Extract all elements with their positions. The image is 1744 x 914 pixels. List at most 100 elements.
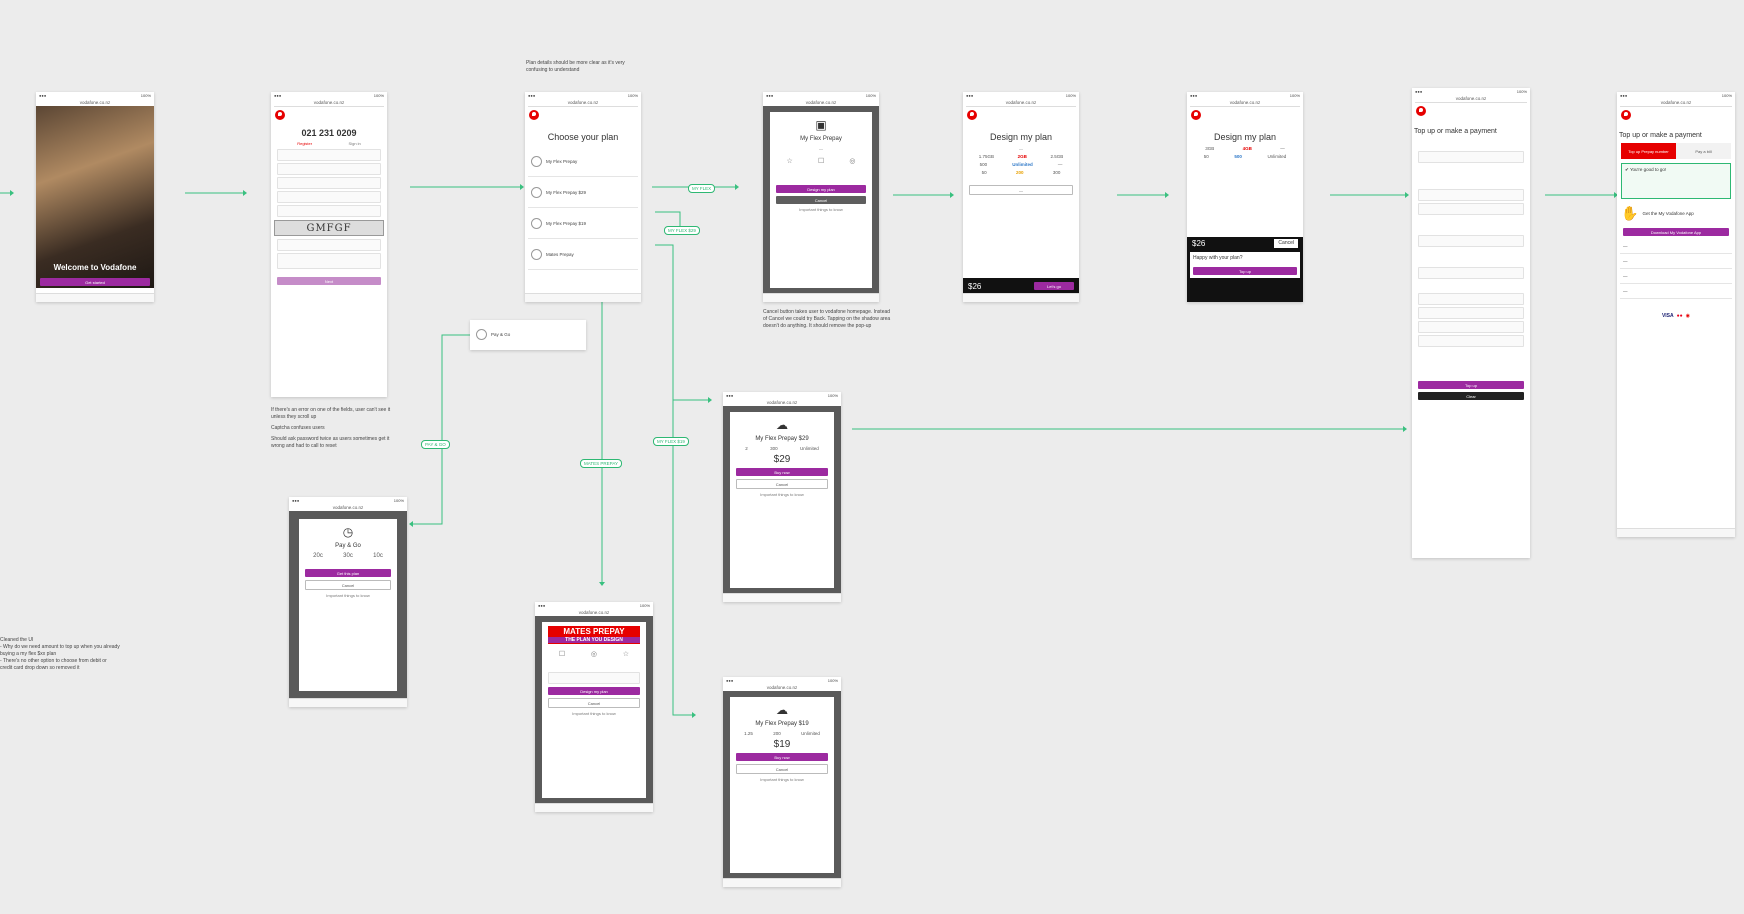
get-this-plan-button[interactable]: Get this plan [305, 569, 391, 577]
page-title: Top up or make a payment [1414, 128, 1528, 135]
cancel-button[interactable]: Cancel [548, 698, 640, 708]
cancel-button[interactable]: Cancel [1274, 239, 1298, 248]
reset-button[interactable]: — [969, 185, 1073, 195]
plan-popup: ☁ My Flex Prepay $29 2300Unlimited $29 B… [730, 412, 834, 588]
screen-flex-19: ●●●100% vodafone.co.nz ☁ My Flex Prepay … [723, 677, 841, 887]
captcha-image: GMFGF [274, 220, 384, 236]
last-name-field[interactable] [277, 191, 381, 203]
phone-icon: ☐ [559, 650, 565, 658]
plan-icon [531, 249, 542, 260]
plan-price: $19 [730, 739, 834, 750]
topup-method-radio[interactable] [1418, 189, 1524, 201]
popup-title: My Flex Prepay [772, 136, 870, 142]
popup-title: Pay & Go [301, 543, 395, 549]
cancel-button[interactable]: Cancel [736, 764, 828, 774]
plan-item[interactable]: My Flex Prepay [528, 146, 638, 177]
plan-item[interactable]: Mates Prepay [528, 239, 638, 270]
cloud-icon: ☁ [730, 703, 834, 717]
total-price: $26 [968, 282, 981, 291]
vodafone-logo [1621, 110, 1631, 120]
card-select[interactable] [1418, 267, 1524, 279]
pay-go-card[interactable]: Pay & Go [470, 320, 586, 350]
cardholder-name-field[interactable] [1418, 293, 1524, 305]
data-options[interactable]: 1.75GB 2GB 2.5GB [967, 154, 1075, 159]
save-card-checkbox[interactable] [1418, 335, 1524, 347]
popup-title: My Flex Prepay $29 [732, 436, 832, 442]
phone-icon: ☐ [818, 157, 824, 165]
screen-choose-plan: ●●●100% vodafone.co.nz Choose your plan … [525, 92, 641, 302]
get-started-button[interactable]: Get started [40, 278, 150, 286]
expiry-field[interactable] [1418, 321, 1524, 333]
dob-field[interactable] [277, 205, 381, 217]
clear-button[interactable]: Clear [1418, 392, 1524, 400]
screen-register: ●●●100% vodafone.co.nz 021 231 0209 Regi… [271, 92, 387, 397]
tab-register[interactable]: Register [297, 141, 312, 146]
screen-design-plan: ●●●100% vodafone.co.nz Design my plan — … [963, 92, 1079, 302]
voucher-radio[interactable] [1418, 203, 1524, 215]
important-things-link[interactable]: Important things to know [734, 777, 830, 782]
card-number-field[interactable] [1418, 307, 1524, 319]
plan-price: $29 [730, 454, 834, 465]
tab-top-up[interactable]: Top up Prepay number [1621, 143, 1676, 159]
plan-item[interactable]: My Flex Prepay $29 [528, 177, 638, 208]
cancel-button[interactable]: Cancel [305, 580, 391, 590]
paymentexpress-icon: ◉ [1686, 313, 1690, 319]
important-things-link[interactable]: Important things to know [303, 593, 393, 598]
popup-title: My Flex Prepay $19 [732, 721, 832, 727]
password-field[interactable] [277, 163, 381, 175]
top-up-button[interactable]: Top up [1418, 381, 1524, 389]
email-field[interactable] [277, 149, 381, 161]
cancel-button[interactable]: Cancel [736, 479, 828, 489]
amount-stepper[interactable] [1418, 235, 1524, 247]
page-title: Design my plan [965, 132, 1077, 142]
design-my-plan-button[interactable]: Design my plan [548, 687, 640, 695]
app-illustration-icon: ✋ [1621, 205, 1638, 222]
screen-topup-success: ●●●100% vodafone.co.nz Top up or make a … [1617, 92, 1735, 537]
vodafone-logo [967, 110, 977, 120]
cancel-note: Cancel button takes user to vodafone hom… [763, 309, 893, 330]
topup-tabs: Top up Prepay number Pay a bill [1621, 143, 1731, 159]
app-promo: ✋ Get the My Vodafone App [1621, 205, 1731, 222]
topup-notes: Cleaned the UI - Why do we need amount t… [0, 637, 120, 672]
plan-popup: ▣ My Flex Prepay — ☆☐◎ Design my plan Ca… [770, 112, 872, 288]
plan-icon [531, 218, 542, 229]
captcha-field[interactable] [277, 239, 381, 251]
flow-label-my-flex-19: MY FLEX $19 [653, 437, 689, 446]
list-item[interactable]: — [1620, 284, 1732, 299]
important-things-link[interactable]: Important things to know [774, 207, 868, 212]
screen-pay-go: ●●●100% vodafone.co.nz ◷ Pay & Go 20c 30… [289, 497, 407, 707]
important-things-link[interactable]: Important things to know [734, 492, 830, 497]
download-app-button[interactable]: Download My Vodafone App [1623, 228, 1729, 236]
plan-popup: MATES PREPAY THE PLAN YOU DESIGN ☐◎☆ Des… [542, 622, 646, 798]
clock-icon [476, 329, 487, 340]
first-name-field[interactable] [277, 177, 381, 189]
top-up-button[interactable]: Top up [1193, 267, 1297, 275]
list-item[interactable]: — [1620, 239, 1732, 254]
terms-checkbox[interactable] [277, 253, 381, 269]
tab-pay-bill[interactable]: Pay a bill [1676, 143, 1731, 159]
list-item[interactable]: — [1620, 254, 1732, 269]
next-button[interactable]: Next [277, 277, 381, 285]
check-icon: ✔ [1625, 167, 1629, 172]
tab-sign-in[interactable]: Sign in [349, 141, 361, 146]
list-item[interactable]: — [1620, 269, 1732, 284]
page-title: Design my plan [1189, 132, 1301, 142]
flow-label-mates-prepay: MATES PREPAY [580, 459, 622, 468]
plan-item[interactable]: My Flex Prepay $19 [528, 208, 638, 239]
page-title: Top up or make a payment [1619, 132, 1733, 139]
vodafone-logo [1416, 106, 1426, 116]
clock-icon: ◷ [299, 525, 397, 539]
star-icon: ☆ [787, 157, 793, 165]
mobile-number-field[interactable] [1418, 151, 1524, 163]
design-my-plan-button[interactable]: Design my plan [776, 185, 866, 193]
buy-now-button[interactable]: Buy now [736, 468, 828, 476]
payment-logos: VISA ●● ◉ [1617, 313, 1735, 319]
buy-now-button[interactable]: Buy now [736, 753, 828, 761]
number-field[interactable] [548, 672, 640, 684]
important-things-link[interactable]: Important things to know [546, 711, 642, 716]
lets-go-button[interactable]: Let's go [1034, 282, 1074, 290]
cancel-button[interactable]: Cancel [776, 196, 866, 204]
vodafone-logo [1191, 110, 1201, 120]
